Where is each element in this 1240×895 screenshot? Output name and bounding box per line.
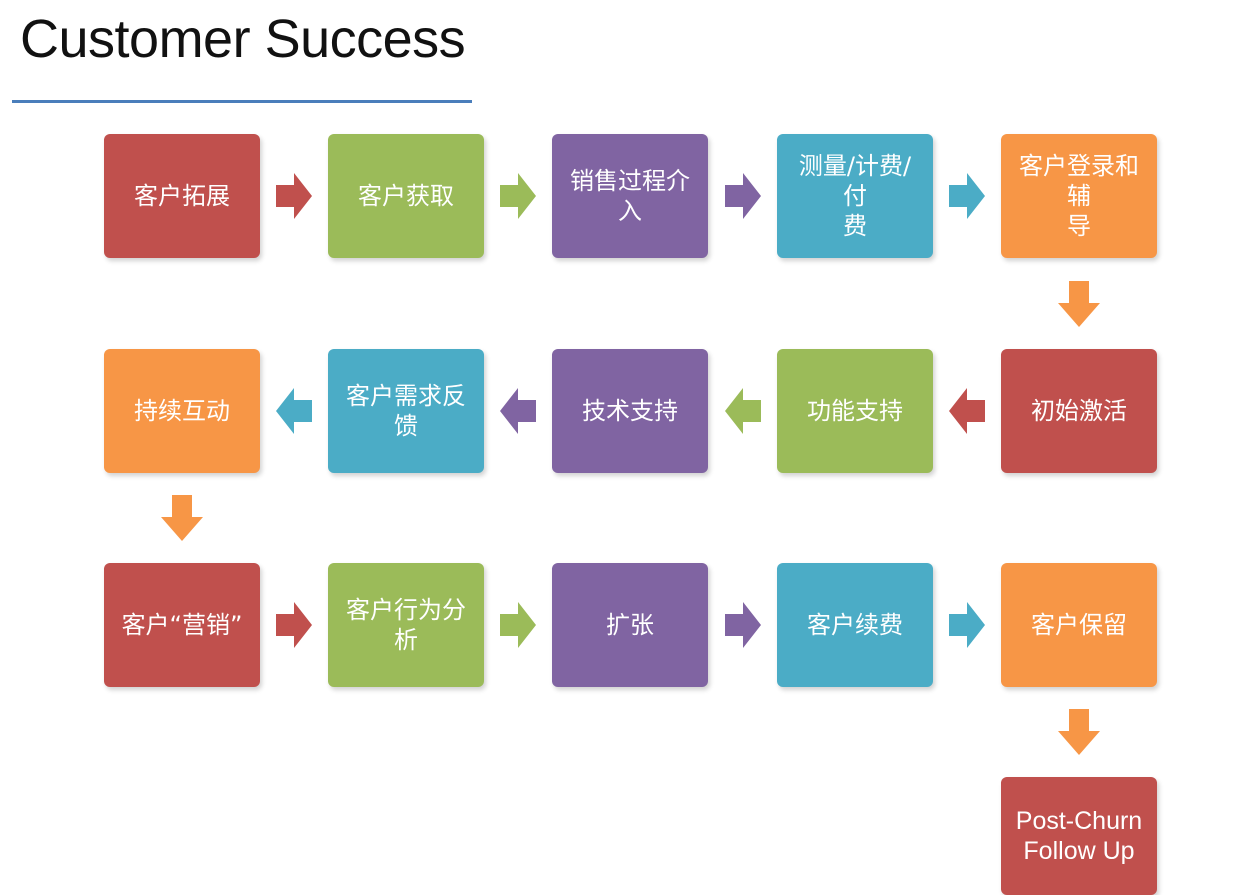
step-label: 客户行为分析 [346,596,466,654]
step-box: 客户“营销” [104,563,260,687]
left-arrow-icon [724,388,761,434]
left-arrow-icon [276,388,312,434]
step-label: 客户获取 [358,182,454,210]
step-label: 销售过程介入 [570,167,690,225]
step-box: 客户拓展 [104,134,260,258]
step-label: 客户需求反馈 [346,382,466,440]
step-label: 客户续费 [807,611,903,639]
left-arrow-icon [500,388,536,434]
page-title: Customer Success [20,9,466,69]
step-label: 客户保留 [1031,611,1127,639]
step-label: 初始激活 [1031,397,1127,425]
step-box: 初始激活 [1001,349,1157,473]
right-arrow-icon [500,602,536,648]
step-box: 客户行为分析 [328,563,484,687]
down-arrow-icon [1058,709,1100,755]
step-box: 客户登录和辅导 [1001,134,1157,258]
right-arrow-icon [724,173,761,219]
step-box: 客户获取 [328,134,484,258]
down-arrow-icon [1058,280,1100,327]
step-label: 功能支持 [807,397,903,425]
right-arrow-icon [724,602,761,648]
step-label: 持续互动 [134,397,230,425]
down-arrow-icon [161,495,203,541]
step-box: 持续互动 [104,349,260,473]
right-arrow-icon [276,602,312,648]
title-underline [12,100,472,103]
right-arrow-icon [949,602,985,648]
step-box: 客户需求反馈 [328,349,484,473]
right-arrow-icon [276,173,312,219]
step-box: 客户续费 [777,563,933,687]
step-box: 客户保留 [1001,563,1157,687]
step-label: 客户拓展 [134,182,230,210]
step-label: 技术支持 [582,397,678,425]
step-box: 销售过程介入 [552,134,708,258]
step-label: 客户登录和辅导 [1019,152,1139,240]
step-label: 测量/计费/付费 [798,152,912,240]
step-label: 扩张 [606,611,654,639]
step-label: 客户“营销” [121,611,243,639]
step-box: 扩张 [552,563,708,687]
step-box: 功能支持 [777,349,933,473]
right-arrow-icon [500,173,536,219]
left-arrow-icon [949,388,985,434]
step-box: 技术支持 [552,349,708,473]
right-arrow-icon [949,173,985,219]
step-box: 测量/计费/付费 [777,134,933,258]
